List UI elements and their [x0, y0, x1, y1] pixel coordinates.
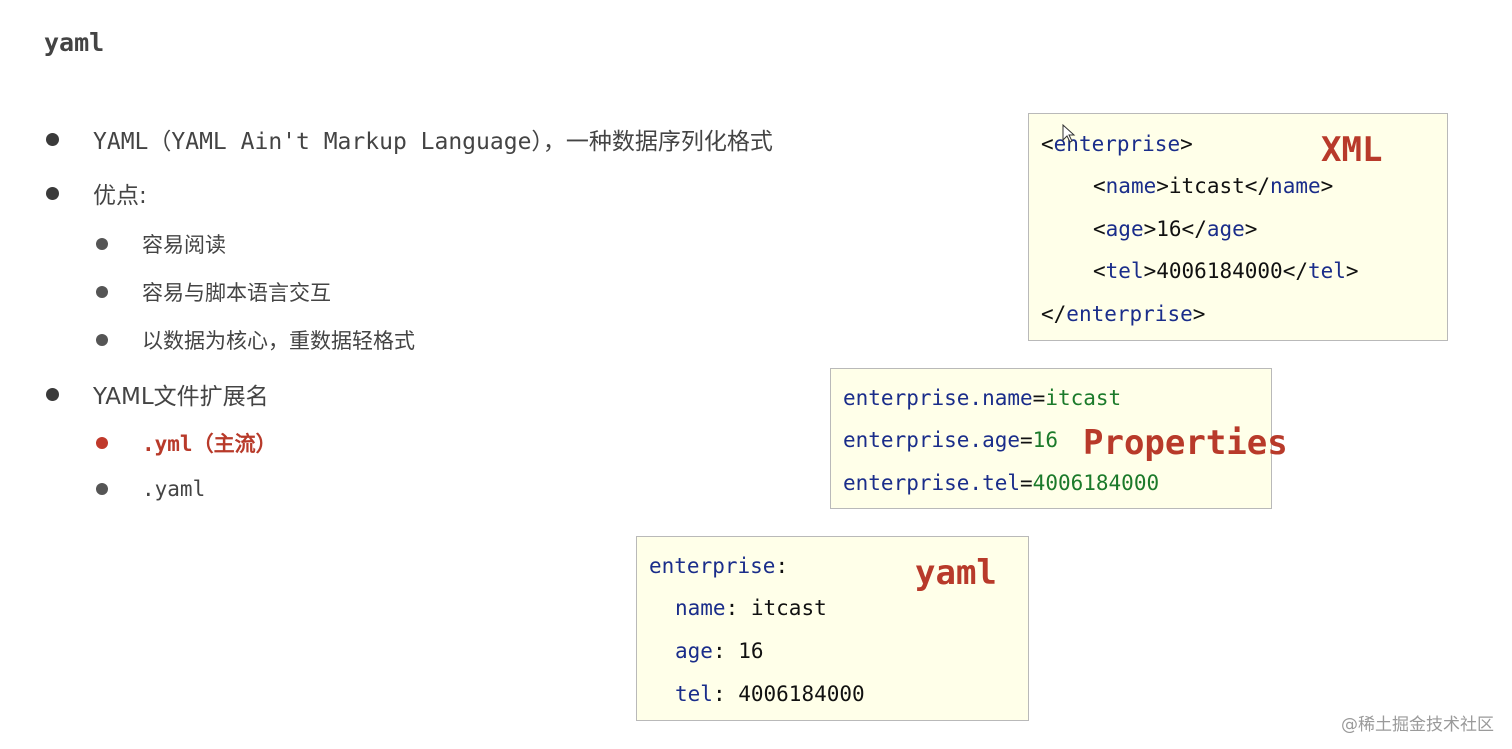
bullet-dot — [46, 132, 59, 146]
properties-code-box: Properties enterprise.name=itcast enterp… — [830, 368, 1288, 509]
code-line: <tel>4006184000</tel> — [1093, 259, 1359, 283]
list-item: 优点: — [46, 176, 147, 210]
yaml-code-box: yaml enterprise: name: itcast age: 16 te… — [636, 536, 1029, 721]
bullet-dot — [46, 387, 59, 401]
bullet-dot — [96, 483, 108, 495]
code-line: <age>16</age> — [1093, 217, 1258, 241]
page-title: yaml — [44, 28, 105, 57]
bullet-dot — [96, 238, 108, 250]
list-item-text: 以数据为核心，重数据轻格式 — [142, 329, 415, 353]
code-line: age: 16 — [675, 639, 764, 663]
sub-list-item-highlight: .yml（主流） — [96, 428, 277, 458]
bullet-dot — [96, 334, 108, 346]
sub-list-item: 容易与脚本语言交互 — [96, 277, 331, 307]
sub-list-item: 以数据为核心，重数据轻格式 — [96, 325, 415, 355]
watermark: @稀土掘金技术社区 — [1341, 715, 1494, 735]
mouse-cursor-icon — [1062, 124, 1076, 143]
bullet-dot — [46, 186, 59, 200]
list-item-text: YAML（YAML Ain't Markup Language），一种数据序列化… — [93, 129, 773, 155]
sub-list-item: 容易阅读 — [96, 229, 226, 259]
list-item: YAML文件扩展名 — [46, 377, 269, 411]
bullet-dot — [96, 437, 108, 449]
bullet-dot — [96, 286, 108, 298]
list-item-text: 容易阅读 — [142, 233, 226, 257]
list-item: YAML（YAML Ain't Markup Language），一种数据序列化… — [46, 122, 773, 156]
list-item-text: .yml（主流） — [142, 432, 277, 456]
xml-label: XML — [1321, 130, 1383, 170]
code-line: enterprise.age=16 — [843, 428, 1058, 452]
code-line: <name>itcast</name> — [1093, 174, 1334, 198]
properties-label: Properties — [1083, 423, 1288, 463]
list-item-text: YAML文件扩展名 — [93, 384, 269, 410]
code-line: <enterprise> — [1041, 132, 1193, 156]
xml-code-box: XML <enterprise> <name>itcast</name> <ag… — [1028, 113, 1448, 341]
code-line: enterprise: — [649, 554, 789, 578]
code-line: enterprise.name=itcast — [843, 386, 1122, 410]
list-item-text: .yaml — [142, 477, 206, 501]
yaml-label: yaml — [915, 553, 997, 593]
code-line: enterprise.tel=4006184000 — [843, 471, 1160, 495]
code-line: </enterprise> — [1041, 302, 1206, 326]
code-line: name: itcast — [675, 596, 827, 620]
list-item-text: 优点: — [93, 183, 147, 209]
code-line: tel: 4006184000 — [675, 682, 865, 706]
sub-list-item: .yaml — [96, 477, 205, 501]
list-item-text: 容易与脚本语言交互 — [142, 281, 331, 305]
